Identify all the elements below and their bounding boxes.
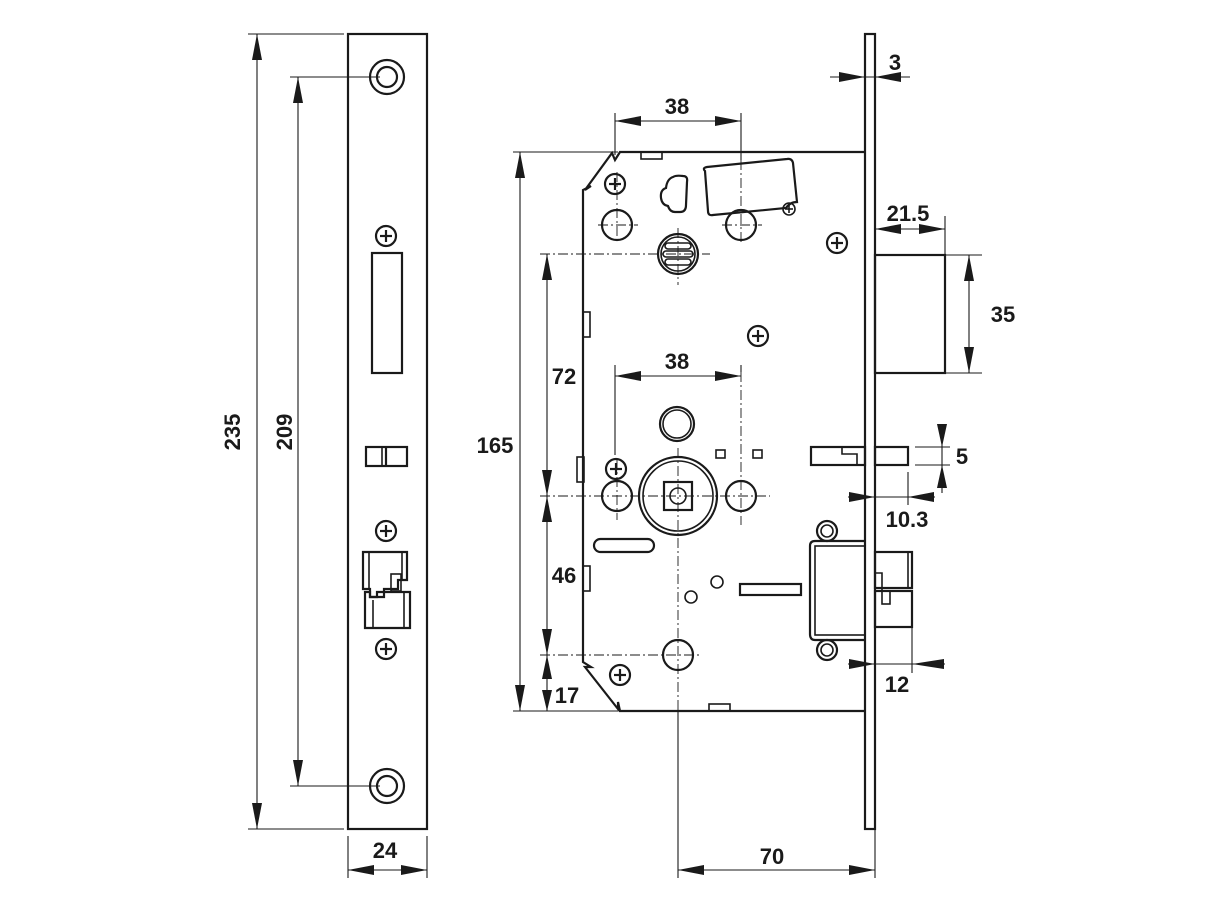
dimension-label-165: 165 <box>477 433 514 458</box>
dimension-label-21-5: 21.5 <box>887 201 930 226</box>
latchbolt-slot <box>361 550 412 630</box>
dimension-body-height: 165 <box>477 151 618 712</box>
case-tab <box>708 703 731 712</box>
dimension-label-35: 35 <box>991 302 1015 327</box>
dimension-latch-height: 5 <box>915 424 968 493</box>
dimension-label-38-top: 38 <box>665 94 689 119</box>
deadbolt <box>873 253 947 375</box>
lock-case-outline <box>581 150 865 713</box>
forend-plate <box>863 32 877 831</box>
dimension-label-3: 3 <box>889 50 901 75</box>
screw-icon <box>746 324 770 348</box>
dimension-overall-height: 235 <box>220 33 344 830</box>
dimension-deadbolt-height: 35 <box>945 254 1015 374</box>
dimension-screw-spacing: 209 <box>272 76 380 787</box>
case-tab <box>582 311 591 338</box>
case-tab <box>640 151 663 160</box>
centre-lines <box>540 160 770 770</box>
pin-hole <box>684 590 698 604</box>
dimension-top-spacing: 38 <box>614 94 742 160</box>
case-tab <box>582 565 591 592</box>
dimension-upper-spacing: 72 <box>542 254 576 496</box>
slot-hole <box>592 537 656 554</box>
dimension-label-235: 235 <box>220 414 245 451</box>
small-slot <box>752 449 763 459</box>
dimension-label-72: 72 <box>552 364 576 389</box>
dimension-label-24: 24 <box>373 838 398 863</box>
screw-icon <box>374 637 398 661</box>
latchbolt <box>808 519 914 662</box>
dimension-deadbolt-throw: 21.5 <box>875 201 946 255</box>
dimension-label-17: 17 <box>555 683 579 708</box>
dimension-forend-thickness: 3 <box>830 50 910 82</box>
dimension-label-5: 5 <box>956 444 968 469</box>
screw-icon <box>374 519 398 543</box>
dimension-label-12: 12 <box>885 672 909 697</box>
screw-icon <box>608 663 632 687</box>
dimension-lower-spacing: 46 <box>542 496 576 655</box>
small-slot <box>715 449 726 459</box>
screw-icon <box>825 231 849 255</box>
dimension-latch-throw: 10.3 <box>848 472 935 532</box>
screw-icon <box>374 224 398 248</box>
dimension-label-209: 209 <box>272 414 297 451</box>
dimension-label-46: 46 <box>552 563 576 588</box>
screw-icon <box>603 172 627 196</box>
dimension-backset: 70 <box>677 711 876 878</box>
deadbolt-slot <box>370 251 404 375</box>
slide-slot <box>738 582 803 597</box>
dimension-faceplate-width: 24 <box>347 836 428 878</box>
screw-icon <box>604 457 628 481</box>
dimension-label-38-mid: 38 <box>665 349 689 374</box>
auxiliary-latch <box>809 445 910 467</box>
faceplate-view: 235 209 24 <box>220 32 429 878</box>
screw-icon <box>782 202 796 216</box>
pin-hole <box>710 575 724 589</box>
case-tab <box>576 456 585 483</box>
lock-body-view: 3 38 21.5 35 <box>477 32 1015 878</box>
keyed-hole <box>659 174 689 214</box>
follower-hole <box>658 405 696 443</box>
latch-slot <box>364 445 409 468</box>
dimension-label-70: 70 <box>760 844 784 869</box>
dimension-label-10-3: 10.3 <box>886 507 929 532</box>
faceplate-outline <box>346 32 429 831</box>
dimension-latchbolt-throw: 12 <box>848 627 945 697</box>
dimension-bottom-offset: 17 <box>542 655 579 711</box>
dimension-spindle-spacing: 38 <box>614 349 742 455</box>
cover-plate <box>702 157 799 217</box>
